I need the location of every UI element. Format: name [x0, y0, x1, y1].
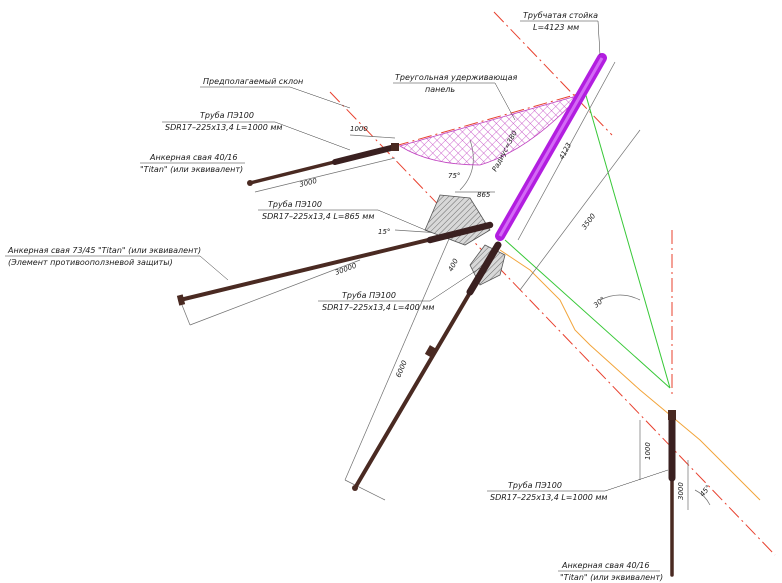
slope-axis-line	[329, 91, 776, 556]
dim-400: 400	[447, 257, 461, 273]
retaining-panel	[399, 94, 582, 166]
dimension-lines	[179, 61, 711, 510]
anchor-right-label-2: "Titan" (или эквивалент)	[560, 573, 663, 582]
anchor-long-label-2: (Элемент противооползневой защиты)	[8, 258, 173, 267]
pipe-top-label-1: Труба ПЭ100	[200, 111, 254, 120]
left-anchor-pipe	[332, 144, 398, 165]
angle-15: 15°	[378, 228, 390, 236]
angle-30: 30°	[592, 295, 607, 309]
cable-lines	[504, 91, 671, 389]
anchor-left-label-1: Анкерная свая 40/16	[149, 153, 237, 162]
angle-75: 75°	[448, 172, 460, 180]
long-anchor-pipe	[426, 221, 494, 244]
dim-6000: 6000	[394, 359, 409, 379]
dim-3000-right: 3000	[677, 482, 685, 500]
dim-3500: 3500	[580, 212, 597, 231]
labels: Трубчатая стойка L=4123 мм Предполагаемы…	[5, 11, 669, 582]
dim-1000-right: 1000	[644, 442, 652, 460]
rod-couplings	[176, 143, 676, 491]
panel-label-line1: Треугольная удерживающая	[395, 73, 517, 82]
pipe-top-label-2: SDR17–225x13,4 L=1000 мм	[165, 123, 282, 132]
strut-axis-line	[493, 11, 613, 136]
axis-lines	[329, 11, 776, 556]
dim-3000-left: 3000	[299, 177, 319, 189]
slope-profile-line	[499, 249, 761, 501]
anchor-right-label-1: Анкерная свая 40/16	[561, 561, 649, 570]
anchor-rods	[178, 144, 676, 577]
anchor-left-label-2: "Titan" (или эквивалент)	[140, 165, 243, 174]
horizontal-axis-line	[394, 91, 586, 147]
dim-865: 865	[477, 191, 491, 199]
pipe-mid-label-1: Труба ПЭ100	[268, 200, 322, 209]
dim-4123: 4123	[558, 141, 573, 160]
dim-1000-top: 1000	[350, 125, 368, 133]
anchor-long-label-1: Анкерная свая 73/45 "Titan" (или эквивал…	[7, 246, 201, 255]
pipe-right-label-1: Труба ПЭ100	[508, 481, 562, 490]
pipe-low-label-1: Труба ПЭ100	[342, 291, 396, 300]
pipe-right-label-2: SDR17–225x13,4 L=1000 мм	[490, 493, 607, 502]
slope-label: Предполагаемый склон	[203, 77, 303, 86]
pipe-mid-label-2: SDR17–225x13,4 L=865 мм	[262, 212, 374, 221]
lower-anchor-pipe	[466, 241, 502, 296]
strut-title: Трубчатая стойка	[523, 11, 598, 20]
angle-45: 45°	[698, 484, 712, 499]
strut-length: L=4123 мм	[533, 23, 579, 32]
panel-label-line2: панель	[425, 85, 455, 94]
upper-block	[424, 194, 491, 246]
pipe-low-label-2: SDR17–225x13,4 L=400 мм	[322, 303, 434, 312]
